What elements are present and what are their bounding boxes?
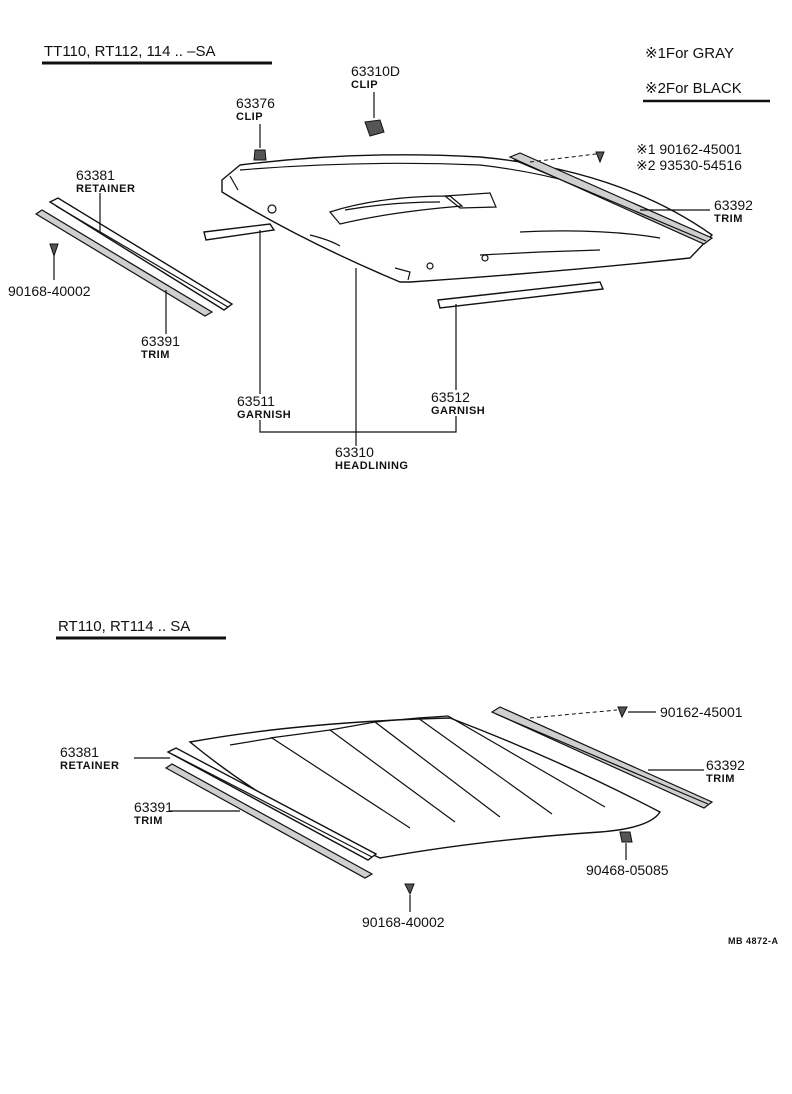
legend-gray-note: ※1For GRAY xyxy=(645,45,734,62)
label-63310d-name: CLIP xyxy=(351,79,378,91)
clip-63310d-part xyxy=(364,119,385,137)
top-screw-90168-part xyxy=(49,243,59,258)
label-headlining-num: 63310 xyxy=(335,444,374,460)
label-63376-num: 63376 xyxy=(236,95,275,111)
bracket-garnish-headlining xyxy=(259,416,457,433)
clip-63376-part xyxy=(253,149,267,161)
drawing-code: MB 4872-A xyxy=(728,936,779,946)
label-garnish-l-num: 63511 xyxy=(237,393,275,409)
label-top-trim-right-name: TRIM xyxy=(714,213,743,225)
roof-bows xyxy=(229,715,606,829)
bottom-screw-90168-part xyxy=(404,883,415,896)
label-headlining-name: HEADLINING xyxy=(335,460,408,472)
label-bottom-trim-right-name: TRIM xyxy=(706,773,735,785)
top-retainer-63381-part xyxy=(48,197,234,311)
bottom-headlining-part xyxy=(188,715,661,859)
leader-top-screw-right xyxy=(529,153,597,163)
top-screw-90162-part xyxy=(595,151,605,164)
legend-black-note: ※2For BLACK xyxy=(645,80,742,97)
top-headlining-part xyxy=(221,154,714,283)
label-top-screw-left: 90168-40002 xyxy=(8,283,91,299)
label-top-trim-left-num: 63391 xyxy=(141,333,180,349)
label-top-trim-left-name: TRIM xyxy=(141,349,170,361)
label-bottom-screw-left: 90168-40002 xyxy=(362,914,445,930)
bottom-screw-90162-part xyxy=(617,706,628,719)
label-bottom-clip: 90468-05085 xyxy=(586,862,669,878)
label-bottom-trim-left-num: 63391 xyxy=(134,799,173,815)
label-bottom-screw-right: 90162-45001 xyxy=(660,704,743,720)
label-bottom-trim-right-num: 63392 xyxy=(706,757,745,773)
bottom-trim-63391-part xyxy=(164,763,374,879)
label-garnish-l-name: GARNISH xyxy=(237,409,291,421)
top-section-header: TT110, RT112, 114 .. –SA xyxy=(44,43,215,60)
top-trim-63391-part xyxy=(34,209,214,317)
bottom-clip-90468-part xyxy=(619,831,633,843)
label-garnish-r-name: GARNISH xyxy=(431,405,485,417)
top-trim-63392-part xyxy=(508,152,714,245)
label-top-retainer-num: 63381 xyxy=(76,167,115,183)
label-bottom-retainer-num: 63381 xyxy=(60,744,99,760)
label-bottom-trim-left-name: TRIM xyxy=(134,815,163,827)
label-top-retainer-name: RETAINER xyxy=(76,183,135,195)
garnish-63511-part xyxy=(203,223,276,241)
bottom-section-header: RT110, RT114 .. SA xyxy=(58,618,190,635)
label-top-screw-right-1: ※1 90162-45001 xyxy=(636,141,742,157)
label-top-screw-right-2: ※2 93530-54516 xyxy=(636,157,742,173)
label-garnish-r-num: 63512 xyxy=(431,389,470,405)
bottom-retainer-63381-part xyxy=(166,747,378,861)
label-63376-name: CLIP xyxy=(236,111,263,123)
leader-bottom-screw-right xyxy=(529,709,618,719)
bottom-trim-63392-part xyxy=(490,706,714,809)
label-bottom-retainer-name: RETAINER xyxy=(60,760,119,772)
label-63310d-num: 63310D xyxy=(351,63,400,79)
label-top-trim-right-num: 63392 xyxy=(714,197,753,213)
garnish-63512-part xyxy=(437,281,605,309)
